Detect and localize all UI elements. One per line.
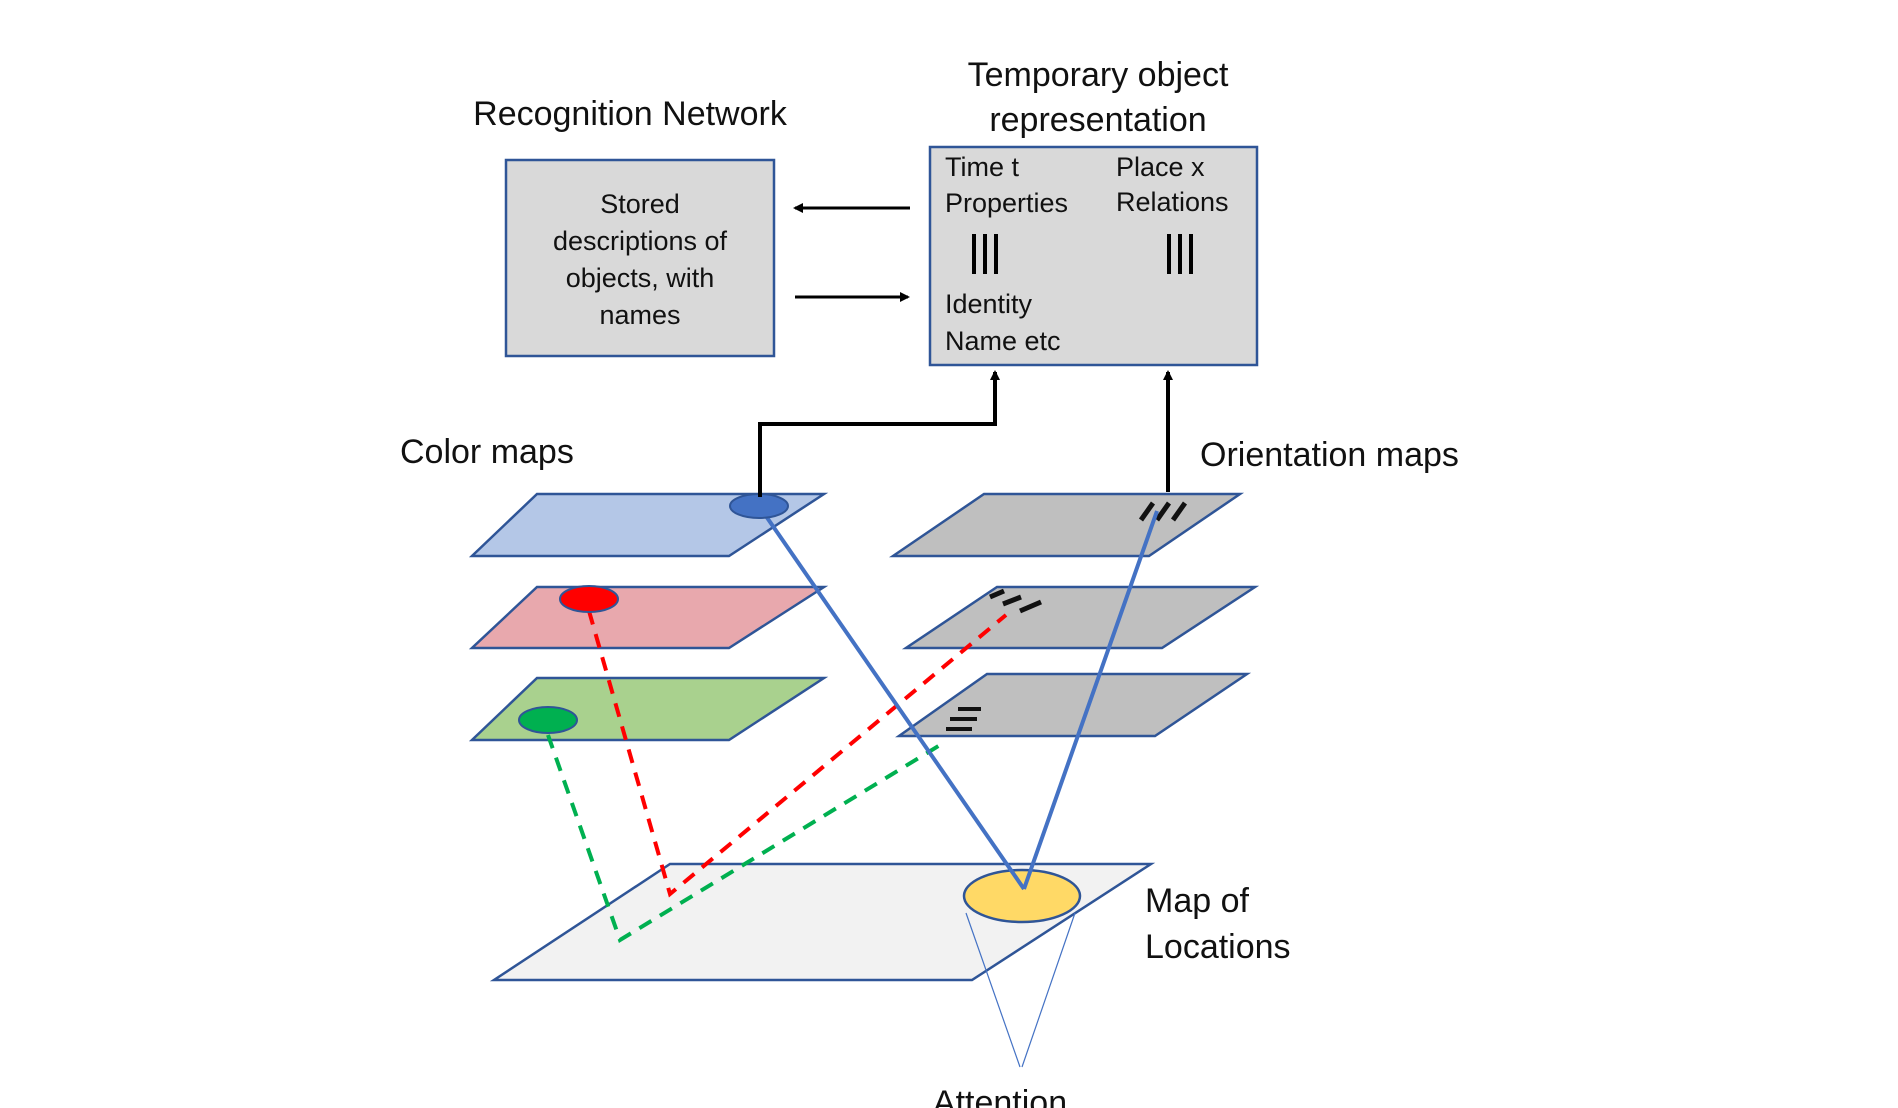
orientation-map-3 xyxy=(895,672,1252,738)
attention-label: Attention xyxy=(933,1084,1067,1108)
place-x-label: Place x xyxy=(1116,152,1205,182)
properties-label: Properties xyxy=(945,188,1068,218)
temporary-object-title-line1: Temporary object xyxy=(968,56,1229,94)
attention-spotlight xyxy=(962,868,1082,924)
name-etc-label: Name etc xyxy=(945,326,1061,356)
color-to-representation-arrow xyxy=(758,370,1000,497)
red-feature-dot xyxy=(559,585,619,613)
triple-bar-right xyxy=(1167,234,1193,274)
recognition-box-line3: objects, with xyxy=(566,263,715,293)
blue-feature-dot xyxy=(729,493,789,519)
red-dashed-link xyxy=(587,610,1008,898)
oriented-bars-diagonal xyxy=(989,588,1042,614)
green-dashed-link xyxy=(546,734,947,943)
attention-cone xyxy=(965,912,1076,1068)
orientation-link xyxy=(1022,510,1159,890)
relations-label: Relations xyxy=(1116,187,1229,217)
location-map-label-line1: Map of xyxy=(1145,882,1249,920)
blue-color-link xyxy=(757,504,1026,891)
recognition-box-line4: names xyxy=(599,300,680,330)
green-color-map xyxy=(468,676,829,742)
orientation-map-2 xyxy=(901,585,1260,650)
orientation-map-1 xyxy=(888,492,1245,558)
temporary-object-title-line2: representation xyxy=(989,101,1206,139)
recognition-network-box xyxy=(504,158,776,358)
oriented-bars-steep xyxy=(1138,501,1188,522)
recognition-box-line1: Stored xyxy=(600,189,680,219)
oriented-bars-horizontal xyxy=(946,707,981,731)
identity-label: Identity xyxy=(945,289,1033,319)
location-map-label-line2: Locations xyxy=(1145,928,1291,966)
green-feature-dot xyxy=(518,706,578,734)
triple-bar-left xyxy=(972,234,998,274)
color-maps-label: Color maps xyxy=(400,433,574,471)
orientation-maps-label: Orientation maps xyxy=(1200,436,1459,474)
time-t-label: Time t xyxy=(945,152,1019,182)
red-color-map xyxy=(468,585,829,650)
recognition-box-line2: descriptions of xyxy=(553,226,728,256)
recognition-network-title: Recognition Network xyxy=(473,95,788,133)
